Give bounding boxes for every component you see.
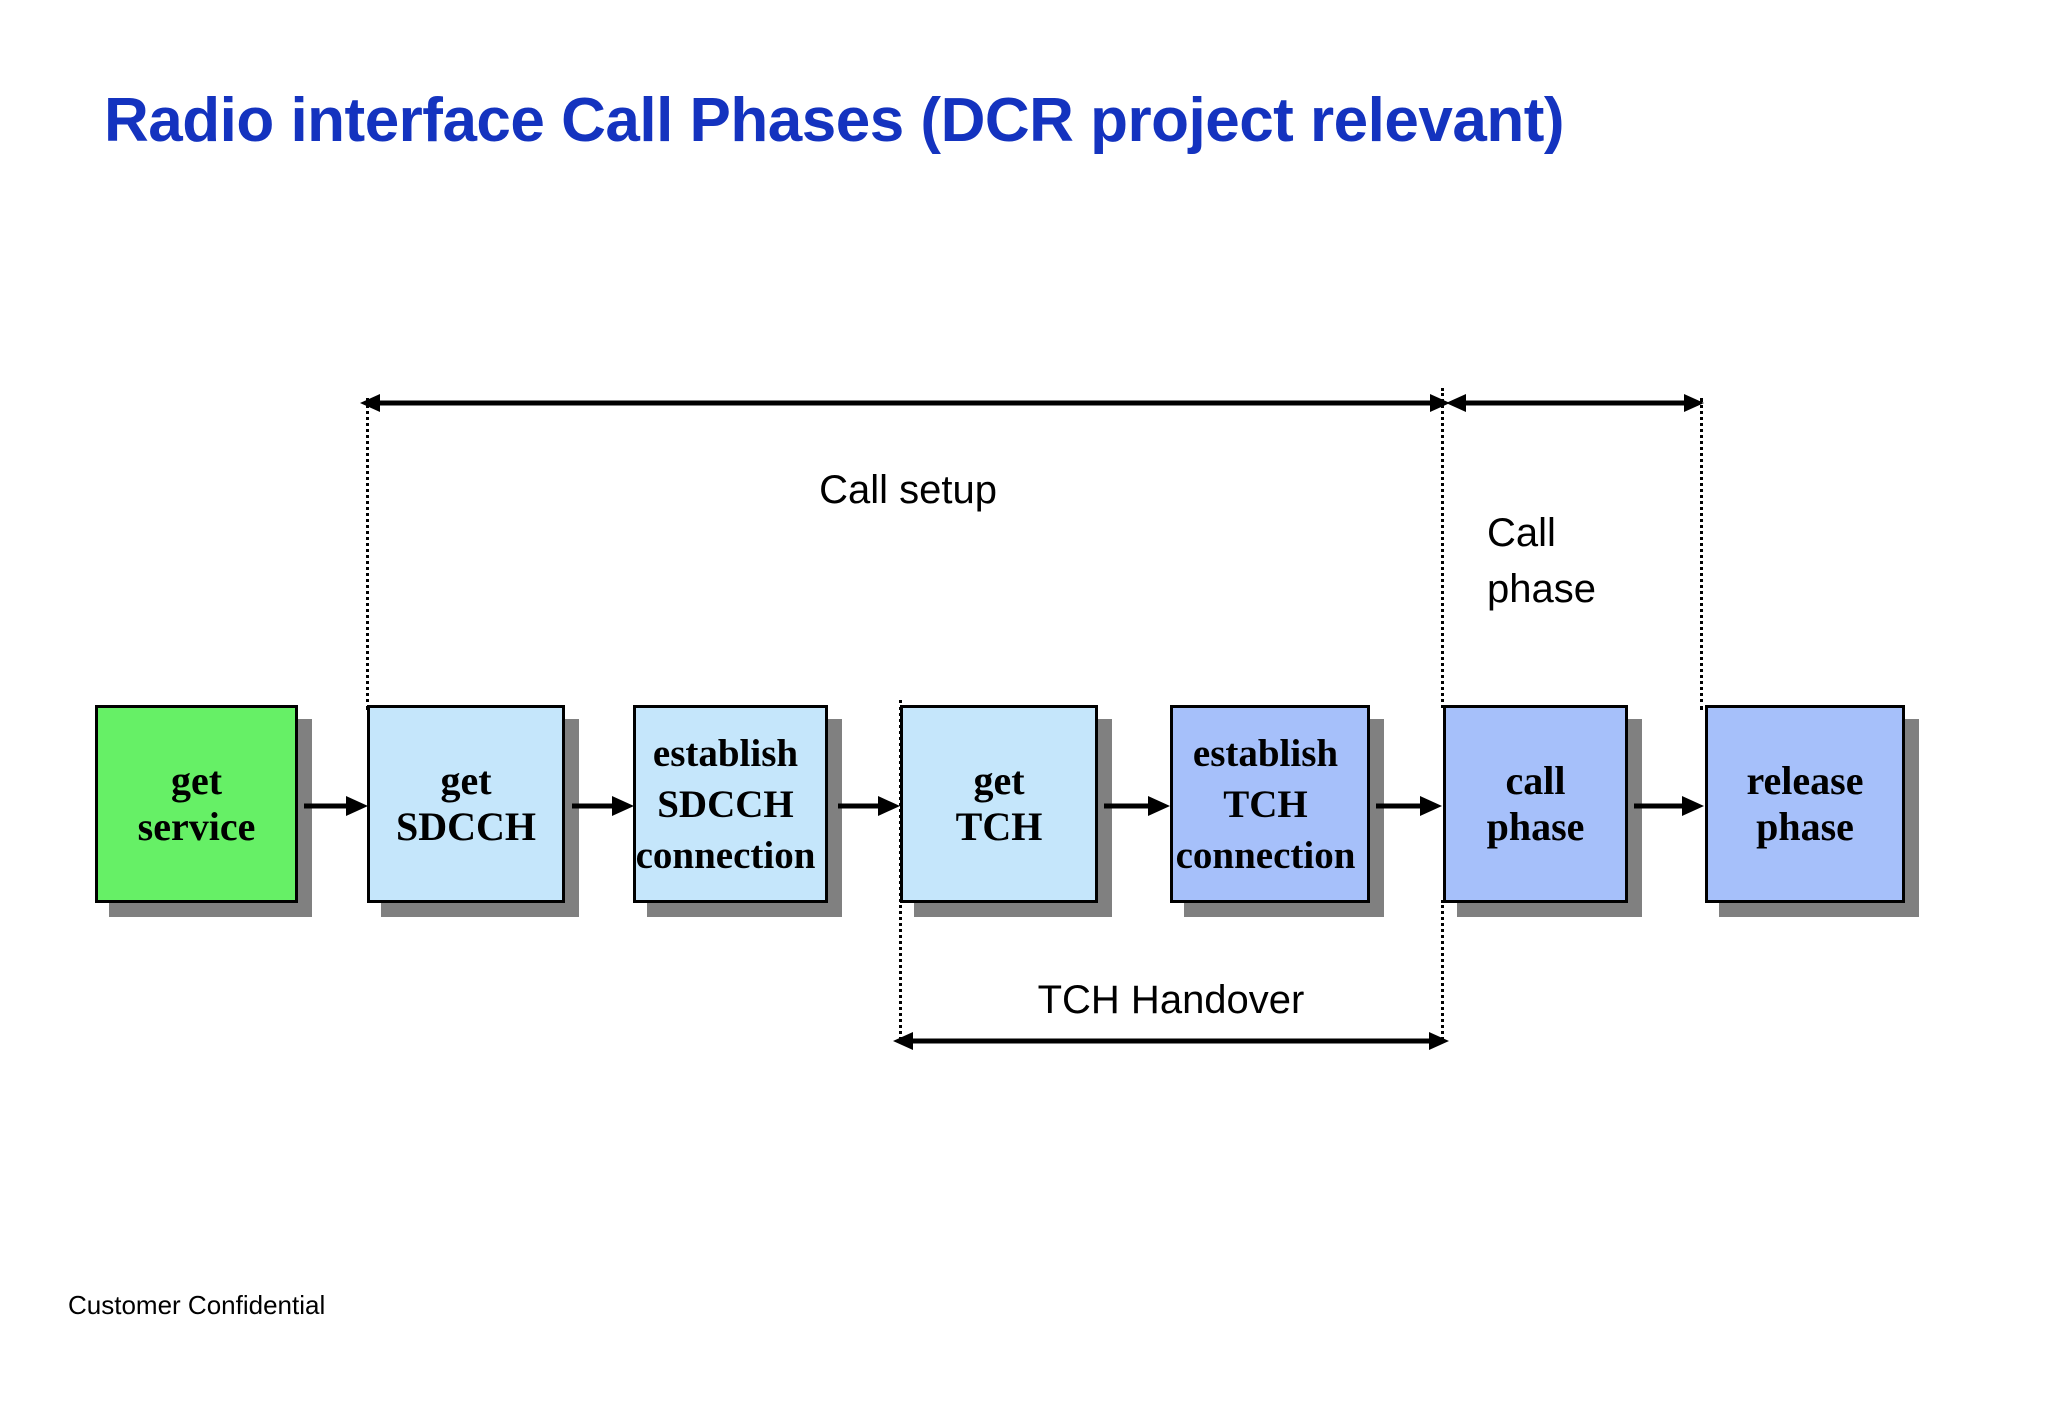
guide-line-call-setup-left bbox=[366, 398, 369, 710]
annotation-label-call-setup: Call setup bbox=[819, 468, 997, 512]
process-box-label: get service bbox=[137, 758, 256, 849]
connector-arrow-5 bbox=[1376, 796, 1442, 816]
process-box-establish-tch[interactable]: establish TCH connection bbox=[1170, 705, 1370, 903]
guide-line-setup-phase-boundary bbox=[1441, 388, 1444, 708]
process-box-call-phase[interactable]: call phase bbox=[1443, 705, 1628, 903]
footer-confidentiality-notice: Customer Confidential bbox=[68, 1290, 326, 1320]
process-box-label: establish SDCCH connection bbox=[635, 731, 816, 877]
connector-arrow-1 bbox=[304, 796, 368, 816]
process-box-label: get SDCCH bbox=[395, 758, 537, 849]
process-box-release-phase[interactable]: release phase bbox=[1705, 705, 1905, 903]
call-phase-span-arrow bbox=[1446, 394, 1704, 412]
process-box-get-tch[interactable]: get TCH bbox=[900, 705, 1098, 903]
process-box-get-service[interactable]: get service bbox=[95, 705, 298, 903]
call-setup-span-arrow bbox=[360, 394, 1450, 412]
connector-arrow-3 bbox=[838, 796, 900, 816]
connector-arrow-2 bbox=[572, 796, 634, 816]
page-title: Radio interface Call Phases (DCR project… bbox=[104, 86, 1565, 155]
process-box-establish-sdcch[interactable]: establish SDCCH connection bbox=[633, 705, 828, 903]
process-box-label: get TCH bbox=[955, 758, 1043, 849]
connector-arrow-6 bbox=[1634, 796, 1704, 816]
tch-handover-span-arrow bbox=[893, 1032, 1449, 1050]
annotation-label-call-phase: Call phase bbox=[1487, 511, 1596, 611]
process-box-label: establish TCH connection bbox=[1175, 731, 1356, 877]
process-box-get-sdcch[interactable]: get SDCCH bbox=[367, 705, 565, 903]
guide-line-call-phase-right bbox=[1700, 398, 1703, 710]
process-box-label: release phase bbox=[1746, 758, 1864, 849]
annotation-label-tch-handover: TCH Handover bbox=[1037, 978, 1305, 1022]
process-box-label: call phase bbox=[1486, 758, 1585, 849]
connector-arrow-4 bbox=[1104, 796, 1170, 816]
guide-line-setup-phase-boundary-lower bbox=[1441, 900, 1444, 1040]
